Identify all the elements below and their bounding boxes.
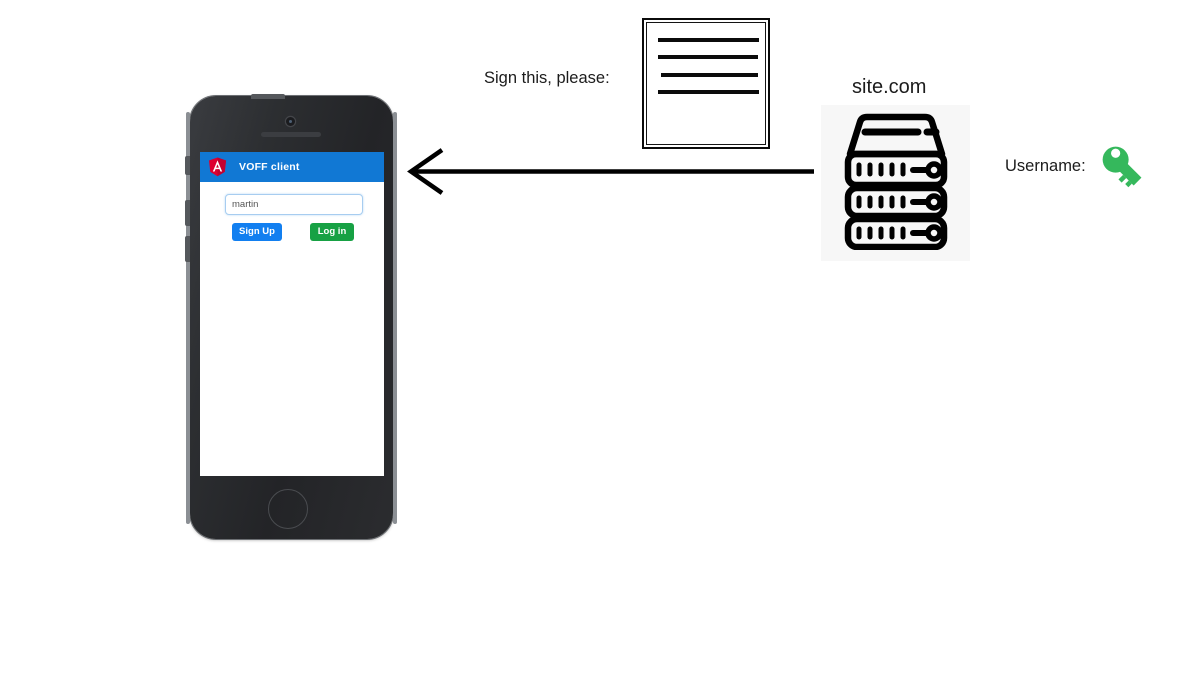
front-camera-icon	[286, 117, 295, 126]
phone-mockup: VOFF client Sign Up Log in	[185, 94, 398, 541]
key-icon	[1102, 146, 1142, 188]
username-label: Username:	[1005, 157, 1086, 175]
document-icon	[642, 18, 770, 149]
auth-button-row: Sign Up Log in	[232, 223, 384, 241]
server-label: site.com	[852, 76, 927, 98]
document-text-line	[661, 73, 758, 77]
angular-shield-icon	[208, 157, 227, 177]
earpiece-speaker-icon	[261, 132, 321, 137]
log-in-button[interactable]: Log in	[310, 223, 354, 241]
phone-screen: VOFF client Sign Up Log in	[200, 152, 384, 476]
app-body: Sign Up Log in	[200, 182, 384, 241]
app-title: VOFF client	[239, 161, 300, 173]
document-page	[646, 22, 766, 145]
phone-edge-left	[186, 112, 190, 524]
document-text-line	[658, 90, 759, 94]
home-button-icon[interactable]	[268, 489, 308, 529]
volume-up-button[interactable]	[185, 200, 190, 226]
username-input[interactable]	[225, 194, 363, 215]
document-text-line	[658, 55, 758, 59]
phone-edge-right	[393, 112, 397, 524]
sign-request-label: Sign this, please:	[484, 69, 610, 87]
app-header: VOFF client	[200, 152, 384, 182]
arrow-left-icon	[407, 148, 814, 195]
power-button[interactable]	[251, 94, 285, 99]
server-rack-icon	[844, 113, 948, 250]
silent-switch[interactable]	[185, 156, 190, 175]
volume-down-button[interactable]	[185, 236, 190, 262]
document-text-line	[658, 38, 759, 42]
sign-up-button[interactable]: Sign Up	[232, 223, 282, 241]
